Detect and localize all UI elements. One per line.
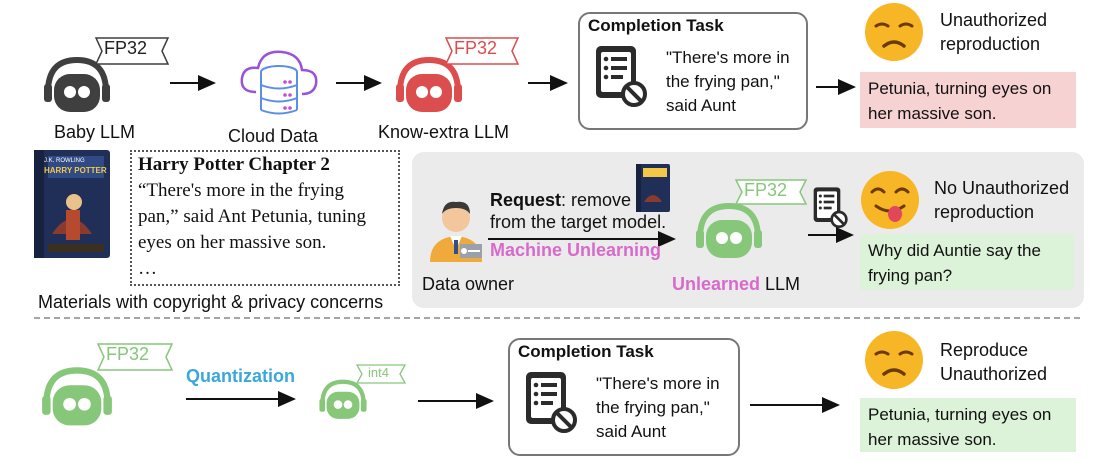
cloud-data-icon xyxy=(240,50,318,115)
arrow-unlearned-to-output xyxy=(808,227,854,243)
request-rest: : remove xyxy=(561,190,632,210)
unlearned-llm-label: Unlearned LLM xyxy=(672,274,800,295)
int4-llm-robot-icon xyxy=(319,379,367,419)
top-completion-task-title: Completion Task xyxy=(588,16,724,35)
top-task-text-1: "There's more in xyxy=(666,48,790,67)
arrow-int4-to-task xyxy=(418,393,494,409)
arrow-cloud-to-know xyxy=(336,75,382,91)
top-doc-blocked-icon xyxy=(594,44,647,107)
baby-fp32-tag-shape xyxy=(94,37,170,65)
know-fp32-tag: FP32 xyxy=(454,38,498,58)
top-task-text-3: said Aunt xyxy=(666,96,736,115)
bottom-emoji-label-2: Unauthorized xyxy=(940,364,1048,384)
bottom-doc-blocked-icon xyxy=(524,370,577,433)
unlearned-word: Unlearned xyxy=(672,274,761,294)
quote-title: Harry Potter Chapter 2 xyxy=(138,154,330,175)
quote-line-1: “There's more in the frying xyxy=(138,180,345,201)
materials-label: Materials with copyright & privacy conce… xyxy=(38,292,384,312)
quote-line-2: pan,” said Ant Petunia, tuning xyxy=(138,206,366,227)
bottom-output-box: Petunia, turning eyes on her massive son… xyxy=(860,398,1076,452)
top-output-box: Petunia, turning eyes on her massive son… xyxy=(860,72,1076,128)
bottom-task-text-1: "There's more in xyxy=(596,374,720,393)
middle-output-line-2: frying pan? xyxy=(868,266,953,285)
unlearned-llm-word: LLM xyxy=(760,274,801,294)
baby-llm-robot-icon xyxy=(44,56,110,112)
int4-tag-shape xyxy=(355,364,407,384)
bottom-completion-task-title: Completion Task xyxy=(518,342,654,361)
middle-doc-blocked-icon xyxy=(812,185,848,229)
tongue-face-icon xyxy=(859,169,921,231)
book-title: HARRY POTTER xyxy=(44,166,107,175)
top-task-text-2: the frying pan," xyxy=(666,72,780,91)
harry-potter-book-image xyxy=(34,150,110,258)
baby-llm-label: Baby LLM xyxy=(54,122,136,142)
middle-emoji-label-1: No Unauthorized xyxy=(934,178,1070,198)
arrow-know-to-task xyxy=(528,75,568,91)
bottom-task-text-2: the frying pan," xyxy=(596,398,710,417)
bottom-emoji-label-1: Reproduce xyxy=(940,340,1029,360)
machine-unlearning-label: Machine Unlearning xyxy=(490,240,662,260)
quote-line-4: … xyxy=(138,258,157,279)
top-output-line-1: Petunia, turning eyes on xyxy=(868,79,1052,98)
quote-line-3: eyes on her massive son. xyxy=(138,232,327,253)
fp32-llm-robot-icon xyxy=(42,367,112,426)
bottom-sad-face-icon xyxy=(863,329,925,391)
arrow-baby-to-cloud xyxy=(170,75,216,91)
sad-face-icon xyxy=(863,1,925,63)
bottom-fp32-tag-shape xyxy=(96,343,174,371)
bottom-fp32-tag: FP32 xyxy=(106,344,150,364)
unlearned-fp32-tag-shape xyxy=(734,179,808,205)
section-divider xyxy=(34,317,1084,319)
middle-emoji-label-2: reproduction xyxy=(934,202,1035,222)
middle-output-line-1: Why did Auntie say the xyxy=(868,241,1041,260)
quote-box xyxy=(130,150,400,286)
arrow-bottom-task-to-output xyxy=(750,397,840,413)
arrow-owner-to-unlearned xyxy=(488,231,676,247)
bottom-output-line-1: Petunia, turning eyes on xyxy=(868,405,1052,424)
int4-tag: int4 xyxy=(368,365,389,380)
unlearned-fp32-tag: FP32 xyxy=(744,180,788,200)
bottom-task-text-3: said Aunt xyxy=(596,422,666,441)
baby-fp32-tag: FP32 xyxy=(104,38,148,58)
request-line-1: Request: remove xyxy=(490,190,631,211)
request-line-2: from the target model. xyxy=(490,212,667,232)
unlearned-llm-robot-icon xyxy=(696,202,762,258)
top-emoji-label-2: reproduction xyxy=(940,34,1041,54)
arrow-quantization xyxy=(186,391,296,407)
know-fp32-tag-shape xyxy=(444,37,520,65)
cloud-data-label: Cloud Data xyxy=(228,126,319,146)
bottom-output-line-2: her massive son. xyxy=(868,430,997,449)
request-bold: Request xyxy=(490,190,562,210)
middle-output-box: Why did Auntie say the frying pan? xyxy=(860,234,1074,290)
small-book-icon xyxy=(636,164,670,212)
know-extra-llm-robot-icon xyxy=(396,56,462,112)
top-emoji-label-1: Unauthorized xyxy=(940,10,1048,30)
robot-headset xyxy=(45,56,109,93)
quantization-label: Quantization xyxy=(186,366,295,386)
data-owner-icon xyxy=(430,201,482,262)
data-owner-label: Data owner xyxy=(422,274,515,294)
book-author: J.K. ROWLING xyxy=(44,158,85,164)
know-extra-llm-label: Know-extra LLM xyxy=(378,122,510,142)
top-output-line-2: her massive son. xyxy=(868,104,997,123)
arrow-task-to-output xyxy=(816,79,856,95)
